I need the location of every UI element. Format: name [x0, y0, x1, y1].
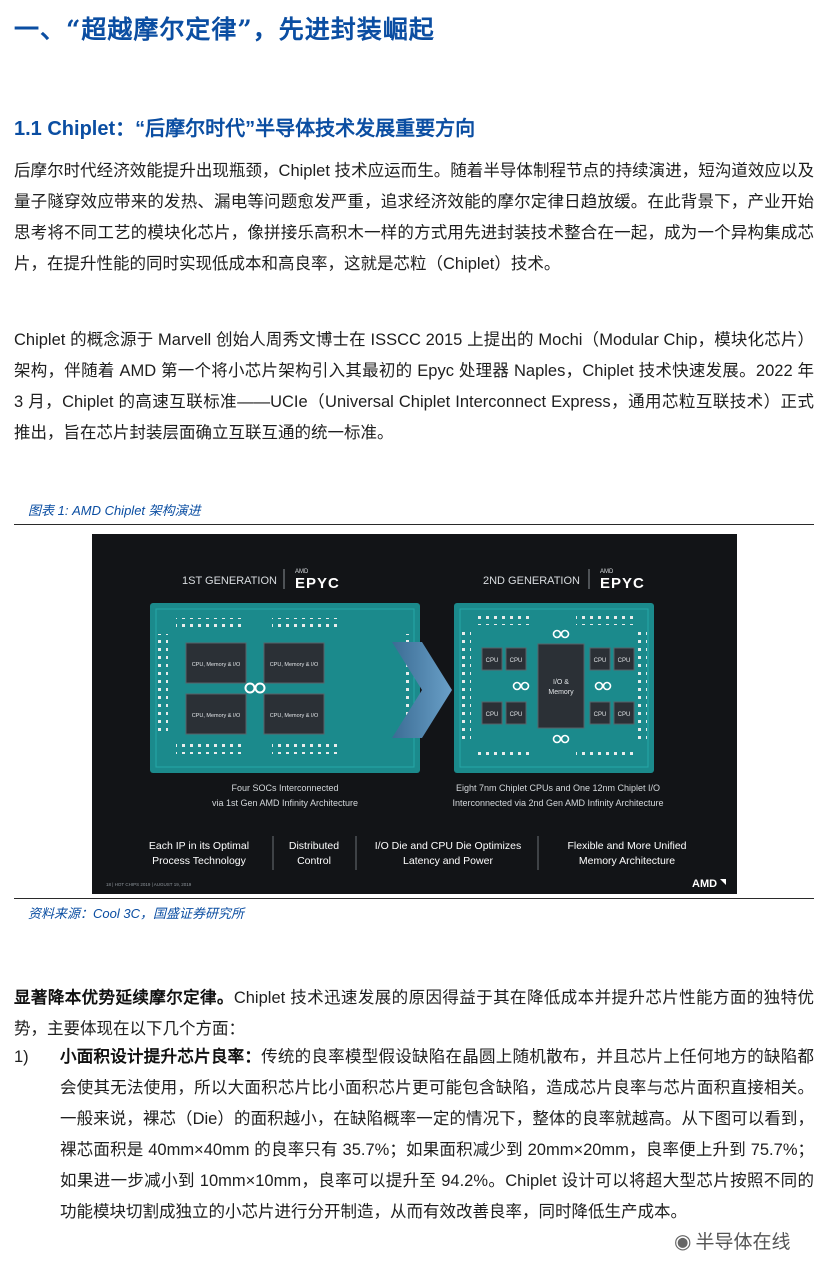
watermark-text: 半导体在线	[695, 1232, 791, 1253]
infinity-icon	[552, 629, 570, 639]
gen1-amd-small: AMD	[295, 569, 309, 575]
gen2-title: 2ND GENERATION	[483, 575, 580, 587]
svg-text:Process Technology: Process Technology	[152, 855, 247, 867]
list-item-lead: 小面积设计提升芯片良率：	[60, 1048, 262, 1066]
figure-top-rule	[14, 524, 814, 525]
svg-text:CPU: CPU	[618, 712, 631, 718]
infinity-icon	[594, 681, 612, 691]
list-item-number: 1)	[14, 1048, 29, 1066]
gen1-title: 1ST GENERATION	[182, 575, 277, 587]
chevron-right-icon	[392, 642, 452, 738]
paragraph-cost-advantage: 显著降本优势延续摩尔定律。Chiplet 技术迅速发展的原因得益于其在降低成本并…	[14, 983, 814, 1045]
gen2-caption-line1: Eight 7nm Chiplet CPUs and One 12nm Chip…	[456, 783, 660, 793]
svg-text:Control: Control	[297, 855, 331, 867]
gen2-cpu-die: CPU	[613, 647, 635, 671]
wechat-icon: ◉	[674, 1231, 692, 1253]
figure-footer-text: 18 | HOT CHIPS 2019 | AUGUST 19, 2019	[106, 882, 192, 887]
figure-source: 资料来源：Cool 3C，国盛证券研究所	[28, 906, 244, 921]
svg-text:Memory: Memory	[548, 689, 574, 696]
svg-text:Flexible and More Unified: Flexible and More Unified	[567, 840, 686, 852]
svg-text:CPU: CPU	[486, 658, 499, 664]
gen2-cpu-die: CPU	[481, 647, 503, 671]
svg-text:CPU, Memory & I/O: CPU, Memory & I/O	[270, 662, 319, 668]
advantage-list: 1) 小面积设计提升芯片良率：传统的良率模型假设缺陷在晶圆上随机散布，并且芯片上…	[14, 1042, 814, 1228]
feature-item: Distributed Control	[289, 840, 339, 867]
gen2-cpu-die: CPU	[505, 647, 527, 671]
svg-text:CPU, Memory & I/O: CPU, Memory & I/O	[192, 713, 241, 719]
svg-text:CPU: CPU	[510, 658, 523, 664]
gen1-soc-die: CPU, Memory & I/O	[185, 642, 247, 684]
feature-item: Flexible and More Unified Memory Archite…	[567, 840, 686, 867]
list-item-text: 传统的良率模型假设缺陷在晶圆上随机散布，并且芯片上任何地方的缺陷都会使其无法使用…	[60, 1048, 815, 1221]
figure-graphic: 1ST GENERATION AMD EPYC CPU, Memory & I/…	[106, 569, 726, 890]
gen2-caption-line2: Interconnected via 2nd Gen AMD Infinity …	[452, 798, 663, 808]
svg-text:CPU: CPU	[486, 712, 499, 718]
figure-bottom-rule	[14, 898, 814, 899]
paragraph-body: Chiplet 技术迅速发展的原因得益于其在降低成本并提升芯片性能方面的独特优势…	[14, 989, 815, 1038]
infinity-icon	[512, 681, 530, 691]
svg-text:Latency and Power: Latency and Power	[403, 855, 493, 867]
amd-chiplet-figure: 1ST GENERATION AMD EPYC CPU, Memory & I/…	[92, 534, 737, 894]
infinity-icon	[552, 734, 570, 744]
gen2-cpu-die: CPU	[505, 701, 527, 725]
amd-arrow-icon	[720, 879, 726, 885]
svg-text:CPU: CPU	[510, 712, 523, 718]
gen1-soc-die: CPU, Memory & I/O	[185, 693, 247, 735]
gen1-package: CPU, Memory & I/O CPU, Memory & I/O CPU,…	[150, 603, 420, 773]
gen2-cpu-die: CPU	[589, 701, 611, 725]
feature-item: Each IP in its Optimal Process Technolog…	[149, 840, 249, 867]
gen2-epyc-logo: EPYC	[600, 575, 645, 592]
gen2-amd-small: AMD	[600, 569, 614, 575]
paragraph-history: Chiplet 的概念源于 Marvell 创始人周秀文博士在 ISSCC 20…	[14, 331, 814, 442]
feature-item: I/O Die and CPU Die Optimizes Latency an…	[375, 840, 521, 867]
svg-text:Memory Architecture: Memory Architecture	[579, 855, 675, 867]
gen2-cpu-die: CPU	[589, 647, 611, 671]
gen1-epyc-logo: EPYC	[295, 575, 340, 592]
svg-text:I/O Die and CPU Die Optimizes: I/O Die and CPU Die Optimizes	[375, 840, 521, 852]
gen2-package: CPU CPU CPU CPU CPU CPU CPU CPU I/O & Me…	[454, 603, 654, 773]
figure-caption: 图表 1: AMD Chiplet 架构演进	[28, 503, 201, 518]
paragraph-lead: 显著降本优势延续摩尔定律。	[14, 989, 234, 1007]
svg-text:I/O &: I/O &	[553, 679, 569, 686]
svg-text:CPU: CPU	[594, 712, 607, 718]
subsection-heading: 1.1 Chiplet：“后摩尔时代”半导体技术发展重要方向	[14, 118, 476, 140]
gen1-soc-die: CPU, Memory & I/O	[263, 642, 325, 684]
gen1-caption-line1: Four SOCs Interconnected	[231, 783, 338, 793]
section-heading: 一、“超越摩尔定律”，先进封装崛起	[14, 15, 435, 44]
gen2-cpu-die: CPU	[481, 701, 503, 725]
gen1-caption-line2: via 1st Gen AMD Infinity Architecture	[212, 798, 358, 808]
svg-text:CPU, Memory & I/O: CPU, Memory & I/O	[192, 662, 241, 668]
svg-text:CPU, Memory & I/O: CPU, Memory & I/O	[270, 713, 319, 719]
svg-text:CPU: CPU	[594, 658, 607, 664]
svg-text:CPU: CPU	[618, 658, 631, 664]
amd-logo: AMD	[692, 878, 717, 890]
svg-text:Each IP in its Optimal: Each IP in its Optimal	[149, 840, 249, 852]
gen1-soc-die: CPU, Memory & I/O	[263, 693, 325, 735]
svg-text:Distributed: Distributed	[289, 840, 339, 852]
gen2-cpu-die: CPU	[613, 701, 635, 725]
list-item: 1) 小面积设计提升芯片良率：传统的良率模型假设缺陷在晶圆上随机散布，并且芯片上…	[14, 1042, 814, 1228]
gen2-io-die: I/O & Memory	[537, 643, 585, 729]
paragraph-intro: 后摩尔时代经济效能提升出现瓶颈，Chiplet 技术应运而生。随着半导体制程节点…	[14, 162, 814, 273]
infinity-icon	[244, 682, 266, 694]
watermark: ◉半导体在线	[674, 1227, 790, 1254]
